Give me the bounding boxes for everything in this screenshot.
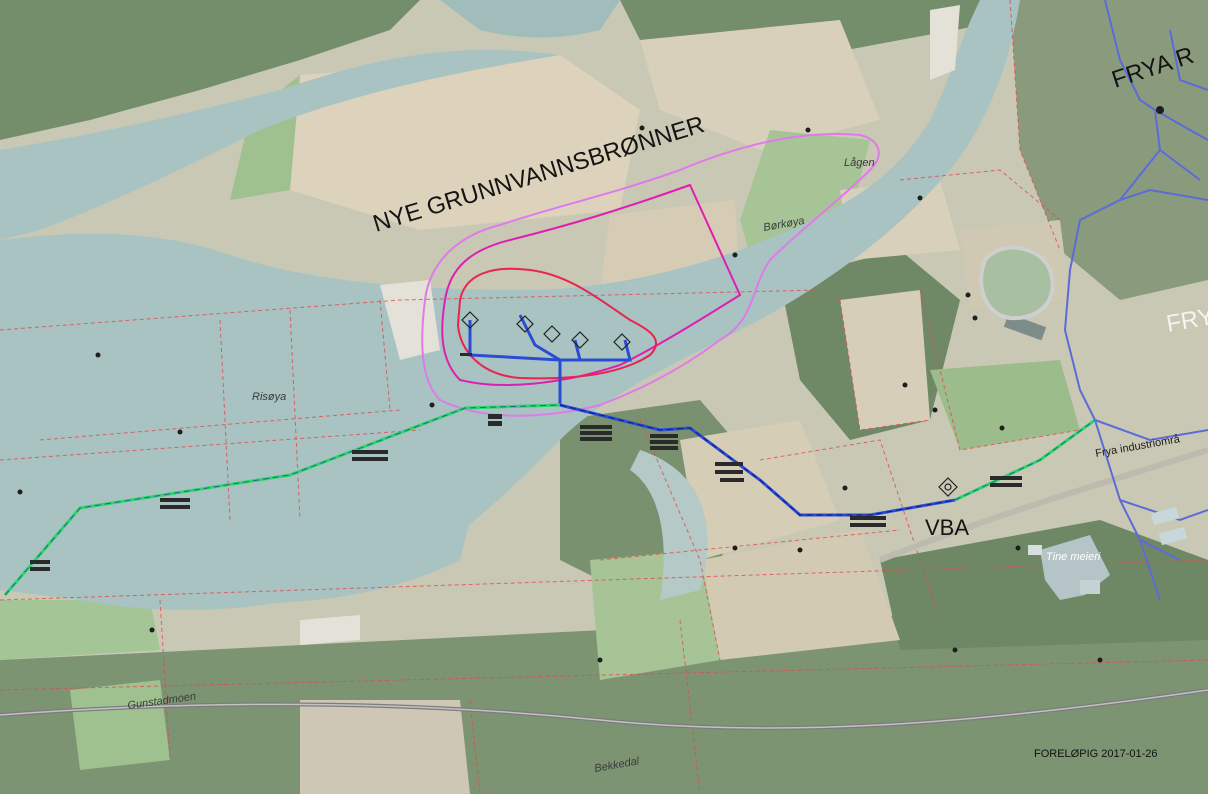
buildings [1003, 313, 1188, 600]
protection-zone-mid [441, 183, 742, 386]
property-points [17, 106, 1164, 663]
pipeline-green-west [3, 403, 561, 596]
pipe-annotations [30, 353, 1022, 571]
pipeline-green-east-core [954, 419, 1096, 501]
well-markers [461, 311, 958, 497]
factory-label: Tine meieri [1046, 551, 1101, 563]
river [0, 0, 1020, 610]
draft-date-stamp: FORELØPIG 2017-01-26 [1034, 748, 1158, 760]
existing-water-network [1063, 0, 1208, 601]
new-well-collector [468, 314, 632, 405]
main-road [878, 447, 1208, 563]
island-west-label: Risøya [252, 391, 286, 403]
railway-inner [0, 689, 1208, 729]
pipeline-blue-core [559, 404, 956, 516]
sports-track [979, 245, 1055, 321]
protection-zone-inner [456, 267, 658, 380]
river-label: Lågen [844, 157, 875, 169]
station-label: VBA [925, 515, 969, 540]
protection-zone-outer [421, 133, 880, 417]
